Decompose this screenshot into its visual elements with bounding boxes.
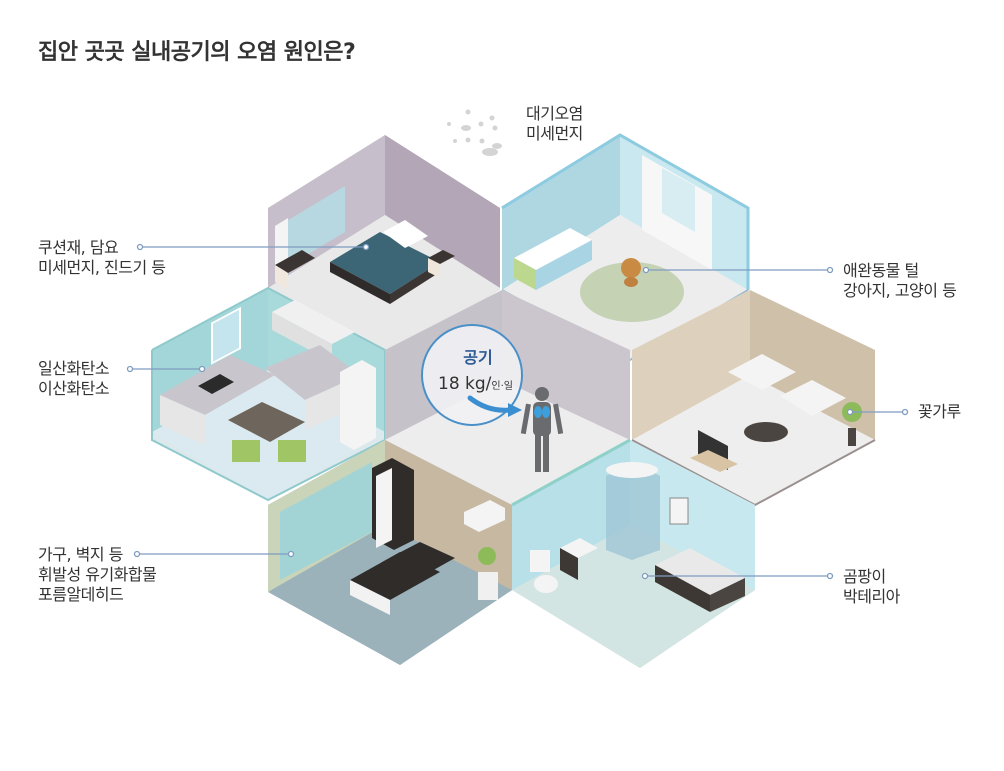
air-label: 공기 — [463, 348, 493, 367]
label-office: 가구, 벽지 등 휘발성 유기화합물 포름알데히드 — [38, 545, 157, 605]
living-room — [631, 290, 876, 507]
label-office-line3: 포름알데히드 — [38, 585, 124, 604]
label-outdoor-line2: 미세먼지 — [526, 124, 583, 143]
bathroom-room — [511, 438, 755, 668]
arrow-right-icon — [508, 403, 522, 417]
human-figure-icon — [520, 387, 564, 472]
label-bathroom-line1: 곰팡이 — [843, 567, 886, 586]
label-pet-line2: 강아지, 고양이 등 — [843, 281, 957, 300]
label-pet-line1: 애완동물 털 — [843, 261, 919, 280]
bedroom-room — [268, 135, 500, 360]
air-value: 18 kg/ — [438, 374, 492, 394]
air-intake-bubble — [421, 324, 523, 426]
kitchen-room — [151, 286, 386, 502]
label-kitchen-line2: 이산화탄소 — [38, 379, 110, 398]
label-office-line2: 휘발성 유기화합물 — [38, 565, 157, 584]
label-pet: 애완동물 털 강아지, 고양이 등 — [843, 261, 957, 301]
label-bedroom-line2: 미세먼지, 진드기 등 — [38, 258, 166, 277]
label-outdoor: 대기오염 미세먼지 — [526, 104, 583, 144]
air-unit: 인·일 — [491, 381, 513, 392]
label-bedroom-line1: 쿠션재, 담요 — [38, 238, 119, 257]
office-room — [268, 440, 512, 665]
label-outdoor-line1: 대기오염 — [526, 104, 583, 123]
page-title: 집안 곳곳 실내공기의 오염 원인은? — [38, 40, 356, 65]
label-bathroom: 곰팡이 박테리아 — [843, 567, 900, 607]
fine-dust-icon — [447, 109, 502, 156]
leader-lines — [126, 243, 909, 580]
label-office-line1: 가구, 벽지 등 — [38, 545, 123, 564]
label-bedroom: 쿠션재, 담요 미세먼지, 진드기 등 — [38, 238, 166, 278]
air-daily-amount: 18 kg/인·일 — [438, 374, 513, 394]
label-kitchen-line1: 일산화탄소 — [38, 359, 110, 378]
label-living-room: 꽃가루 — [918, 402, 961, 422]
label-kitchen: 일산화탄소 이산화탄소 — [38, 359, 110, 399]
label-living-line1: 꽃가루 — [918, 402, 961, 421]
label-bathroom-line2: 박테리아 — [843, 587, 900, 606]
